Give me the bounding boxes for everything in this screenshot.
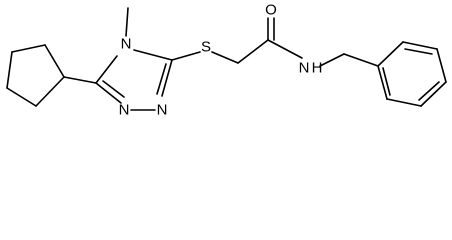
atom-n-triazole-right: N <box>157 102 168 119</box>
bond-ch2-carbonyl <box>237 39 269 64</box>
bond <box>161 59 173 97</box>
atom-n-triazole-left: N <box>119 102 130 119</box>
chemical-structure-diagram: N S N N O N H <box>6 2 447 119</box>
bond <box>44 44 65 78</box>
atom-label-o: O <box>265 2 277 19</box>
bond <box>402 41 438 50</box>
bond <box>6 51 13 89</box>
atom-h-amide: H <box>312 60 323 77</box>
bond <box>102 80 125 98</box>
atom-s: S <box>201 39 211 56</box>
atom-label-methyl-n: N <box>121 36 132 53</box>
atom-label-nh: N H <box>299 60 323 77</box>
bond-n-methyl <box>125 7 129 37</box>
atom-label-s: S <box>201 39 211 56</box>
atom-n-amide: N <box>299 60 310 77</box>
atom-label-n1: N <box>119 102 130 119</box>
bond-c-n-amide <box>267 39 303 59</box>
bond-ch2-phenyl <box>343 53 379 67</box>
bond-cyclopentyl-triazole <box>63 76 97 84</box>
atom-n-methyl: N <box>121 36 132 53</box>
bond <box>382 67 391 96</box>
atom-o: O <box>265 2 277 19</box>
bond <box>11 44 46 53</box>
bond-n-ch2 <box>319 53 345 67</box>
bond <box>420 81 447 107</box>
bond <box>95 82 122 104</box>
bond-s-ch2 <box>211 51 239 64</box>
bond <box>133 49 173 61</box>
bond <box>404 48 433 55</box>
bond <box>6 87 37 107</box>
bond <box>156 63 167 95</box>
bond-c-s <box>171 51 201 61</box>
triazole-ring <box>95 49 173 111</box>
bond <box>386 98 422 107</box>
atom-label-n2: N <box>157 102 168 119</box>
bond <box>35 76 65 107</box>
bond <box>436 48 447 83</box>
cyclopentyl-ring <box>6 44 65 107</box>
bond <box>418 81 440 101</box>
bond <box>377 41 404 67</box>
bond <box>377 65 388 100</box>
bond <box>95 55 118 84</box>
benzene-ring <box>377 41 447 107</box>
